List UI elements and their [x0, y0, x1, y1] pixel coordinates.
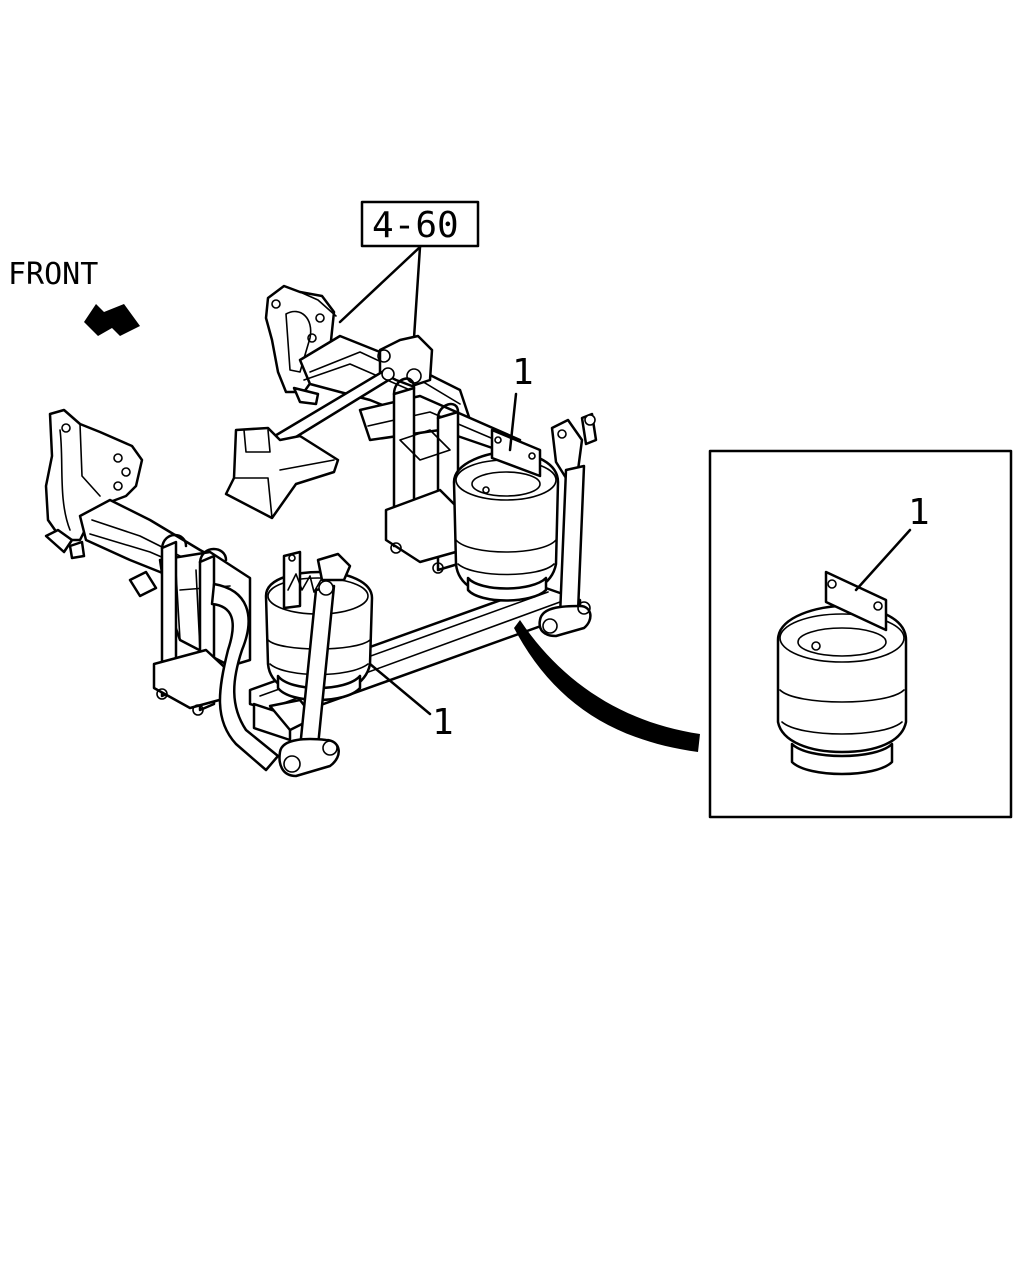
front-bag-leader: [368, 662, 432, 716]
rear-chassis-mount: [224, 426, 340, 520]
detail-bag-callout: 1: [908, 492, 930, 533]
front-bag-callout: 1: [432, 702, 454, 743]
rear-shock-absorber: [538, 412, 598, 638]
detail-bag-leader: [854, 528, 912, 592]
rear-bag-leader: [508, 392, 518, 452]
detail-connector: [514, 620, 700, 752]
reference-code: 4-60: [372, 205, 459, 246]
rear-air-bag: [452, 428, 560, 602]
front-link-arm: [210, 582, 280, 772]
front-frame-bracket: [44, 408, 144, 560]
detail-inset-frame: [708, 449, 1013, 819]
front-shock-absorber: [278, 580, 340, 778]
front-label: FRONT: [8, 257, 98, 292]
reference-leader-right: [412, 245, 422, 340]
rear-u-bolt: [384, 377, 472, 574]
front-arrow-icon: [84, 304, 140, 336]
front-u-bolt: [152, 533, 236, 716]
detail-air-bag: [776, 570, 908, 776]
rear-bag-callout: 1: [512, 352, 534, 393]
reference-leader-left: [338, 245, 422, 324]
